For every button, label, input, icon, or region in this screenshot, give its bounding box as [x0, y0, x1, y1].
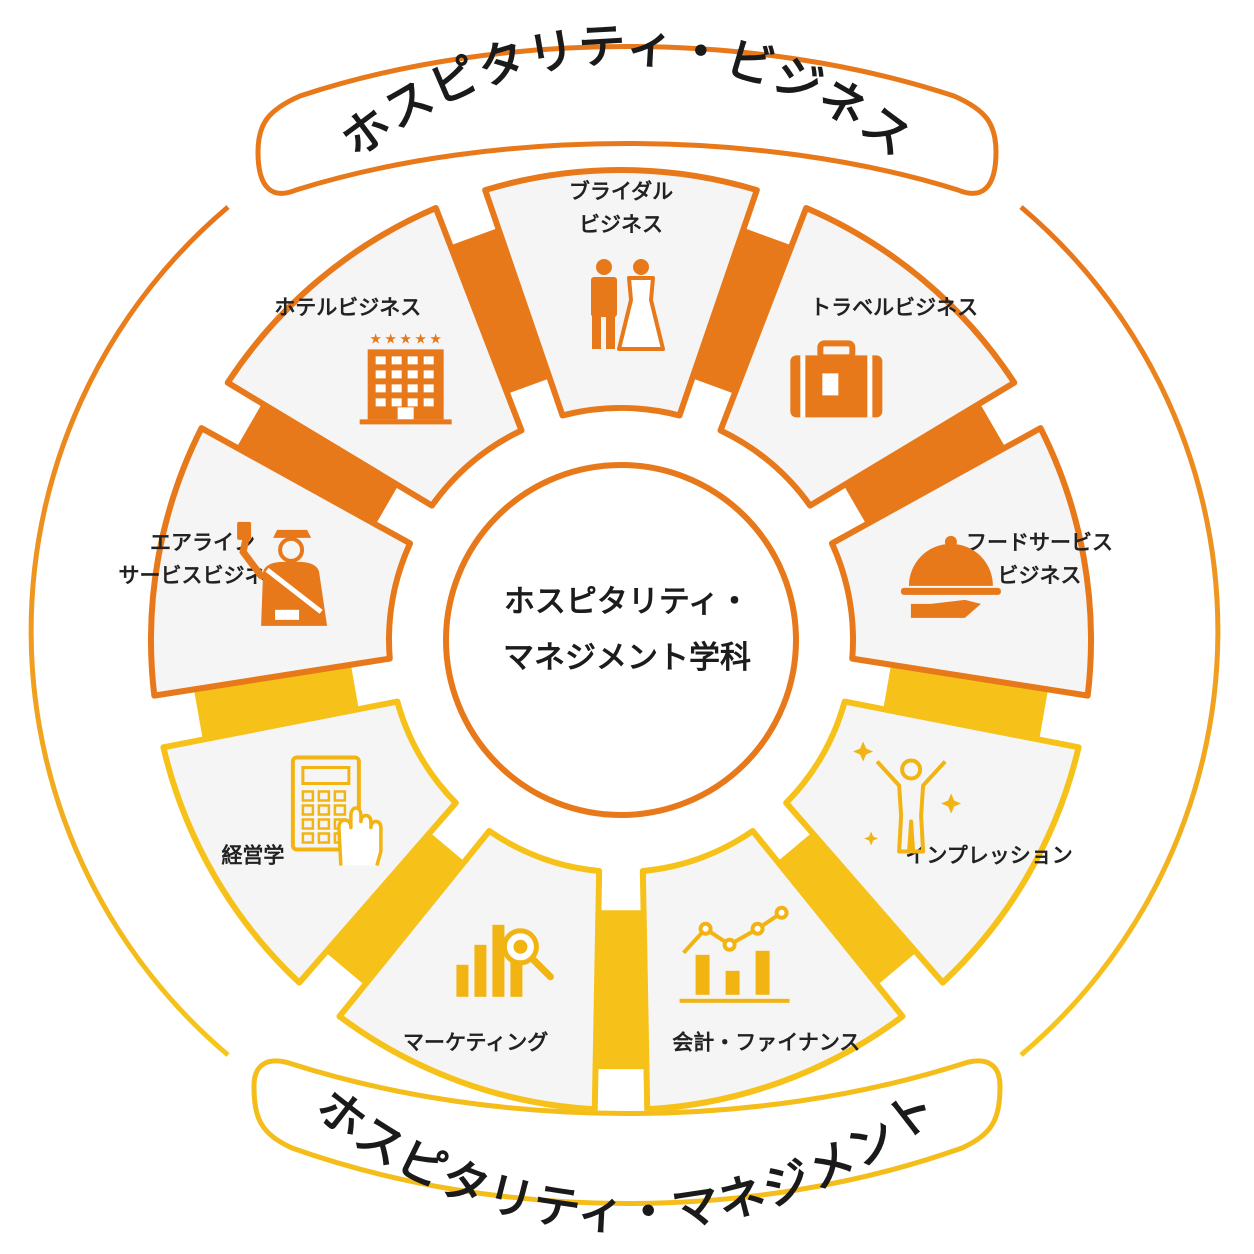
segment-travel[interactable]: トラベルビジネス [717, 205, 1018, 509]
bar-chart-search-icon [456, 924, 554, 997]
segment-label-travel-0: トラベルビジネス [810, 295, 978, 319]
segment-panels: ブライダルビジネストラベルビジネスフードサービスビジネスインプレッション会計・フ… [118, 167, 1113, 1113]
suitcase-icon [790, 340, 883, 418]
cheering-person-icon [853, 741, 962, 854]
cloche-icon [900, 535, 1001, 618]
outer-ring-left-arc [28, 205, 230, 1057]
svg-text:★: ★ [399, 331, 412, 347]
svg-text:★: ★ [384, 331, 397, 347]
segment-panel-airline [148, 425, 414, 699]
top-banner-shape [255, 44, 999, 196]
segment-label-impression-0: インプレッション [905, 844, 1072, 868]
center-hub: ホスピタリティ・ マネジメント学科 [443, 462, 799, 818]
svg-text:★: ★ [414, 331, 427, 347]
segment-label-food-1: ビジネス [998, 564, 1082, 588]
connector-4 [590, 910, 652, 1070]
segment-panel-impression [783, 698, 1082, 986]
bottom-banner: ホスピタリティ・マネジメント [251, 1058, 1003, 1241]
segment-panel-finance [639, 827, 906, 1113]
connector-7 [235, 402, 403, 532]
segment-panel-marketing [336, 827, 603, 1113]
svg-text:★: ★ [429, 331, 442, 347]
segment-hotel[interactable]: ホテルビジネス★★★★★ [224, 205, 525, 509]
segment-label-finance-0: 会計・ファイナンス [672, 1030, 860, 1054]
segment-impression[interactable]: インプレッション [783, 698, 1082, 986]
wedding-couple-icon [591, 259, 665, 351]
hotel-building-icon: ★★★★★ [359, 331, 452, 425]
svg-text:★: ★ [369, 331, 382, 347]
connector-0 [684, 227, 793, 397]
outer-ring-right-arc [1019, 205, 1221, 1057]
segment-label-hotel-0: ホテルビジネス [274, 295, 421, 319]
segment-label-marketing-0: マーケティング [403, 1030, 548, 1054]
growth-chart-icon [679, 905, 790, 1003]
center-circle [443, 462, 799, 818]
segment-finance[interactable]: 会計・ファイナンス [639, 827, 906, 1113]
outer-ring [28, 205, 1221, 1057]
segment-marketing[interactable]: マーケティング [336, 827, 603, 1113]
center-title-line1: ホスピタリティ・ [504, 584, 750, 620]
connector-1 [839, 402, 1007, 532]
calculator-hand-icon [290, 755, 383, 866]
segment-label-management-0: 経営学 [221, 844, 284, 868]
bottom-banner-shape [251, 1058, 1003, 1206]
segment-label-food-0: フードサービス [966, 531, 1113, 555]
connector-3 [771, 827, 918, 986]
segment-panel-bridal [482, 167, 760, 419]
segment-management[interactable]: 経営学 [160, 698, 459, 986]
center-title-line2: マネジメント学科 [503, 640, 751, 676]
connector-5 [324, 827, 471, 986]
segment-label-bridal-0: ブライダル [569, 180, 673, 204]
panel-connectors [193, 227, 1049, 1070]
segment-label-bridal-1: ビジネス [579, 213, 663, 237]
connector-8 [449, 227, 558, 397]
flight-attendant-icon [237, 521, 328, 626]
